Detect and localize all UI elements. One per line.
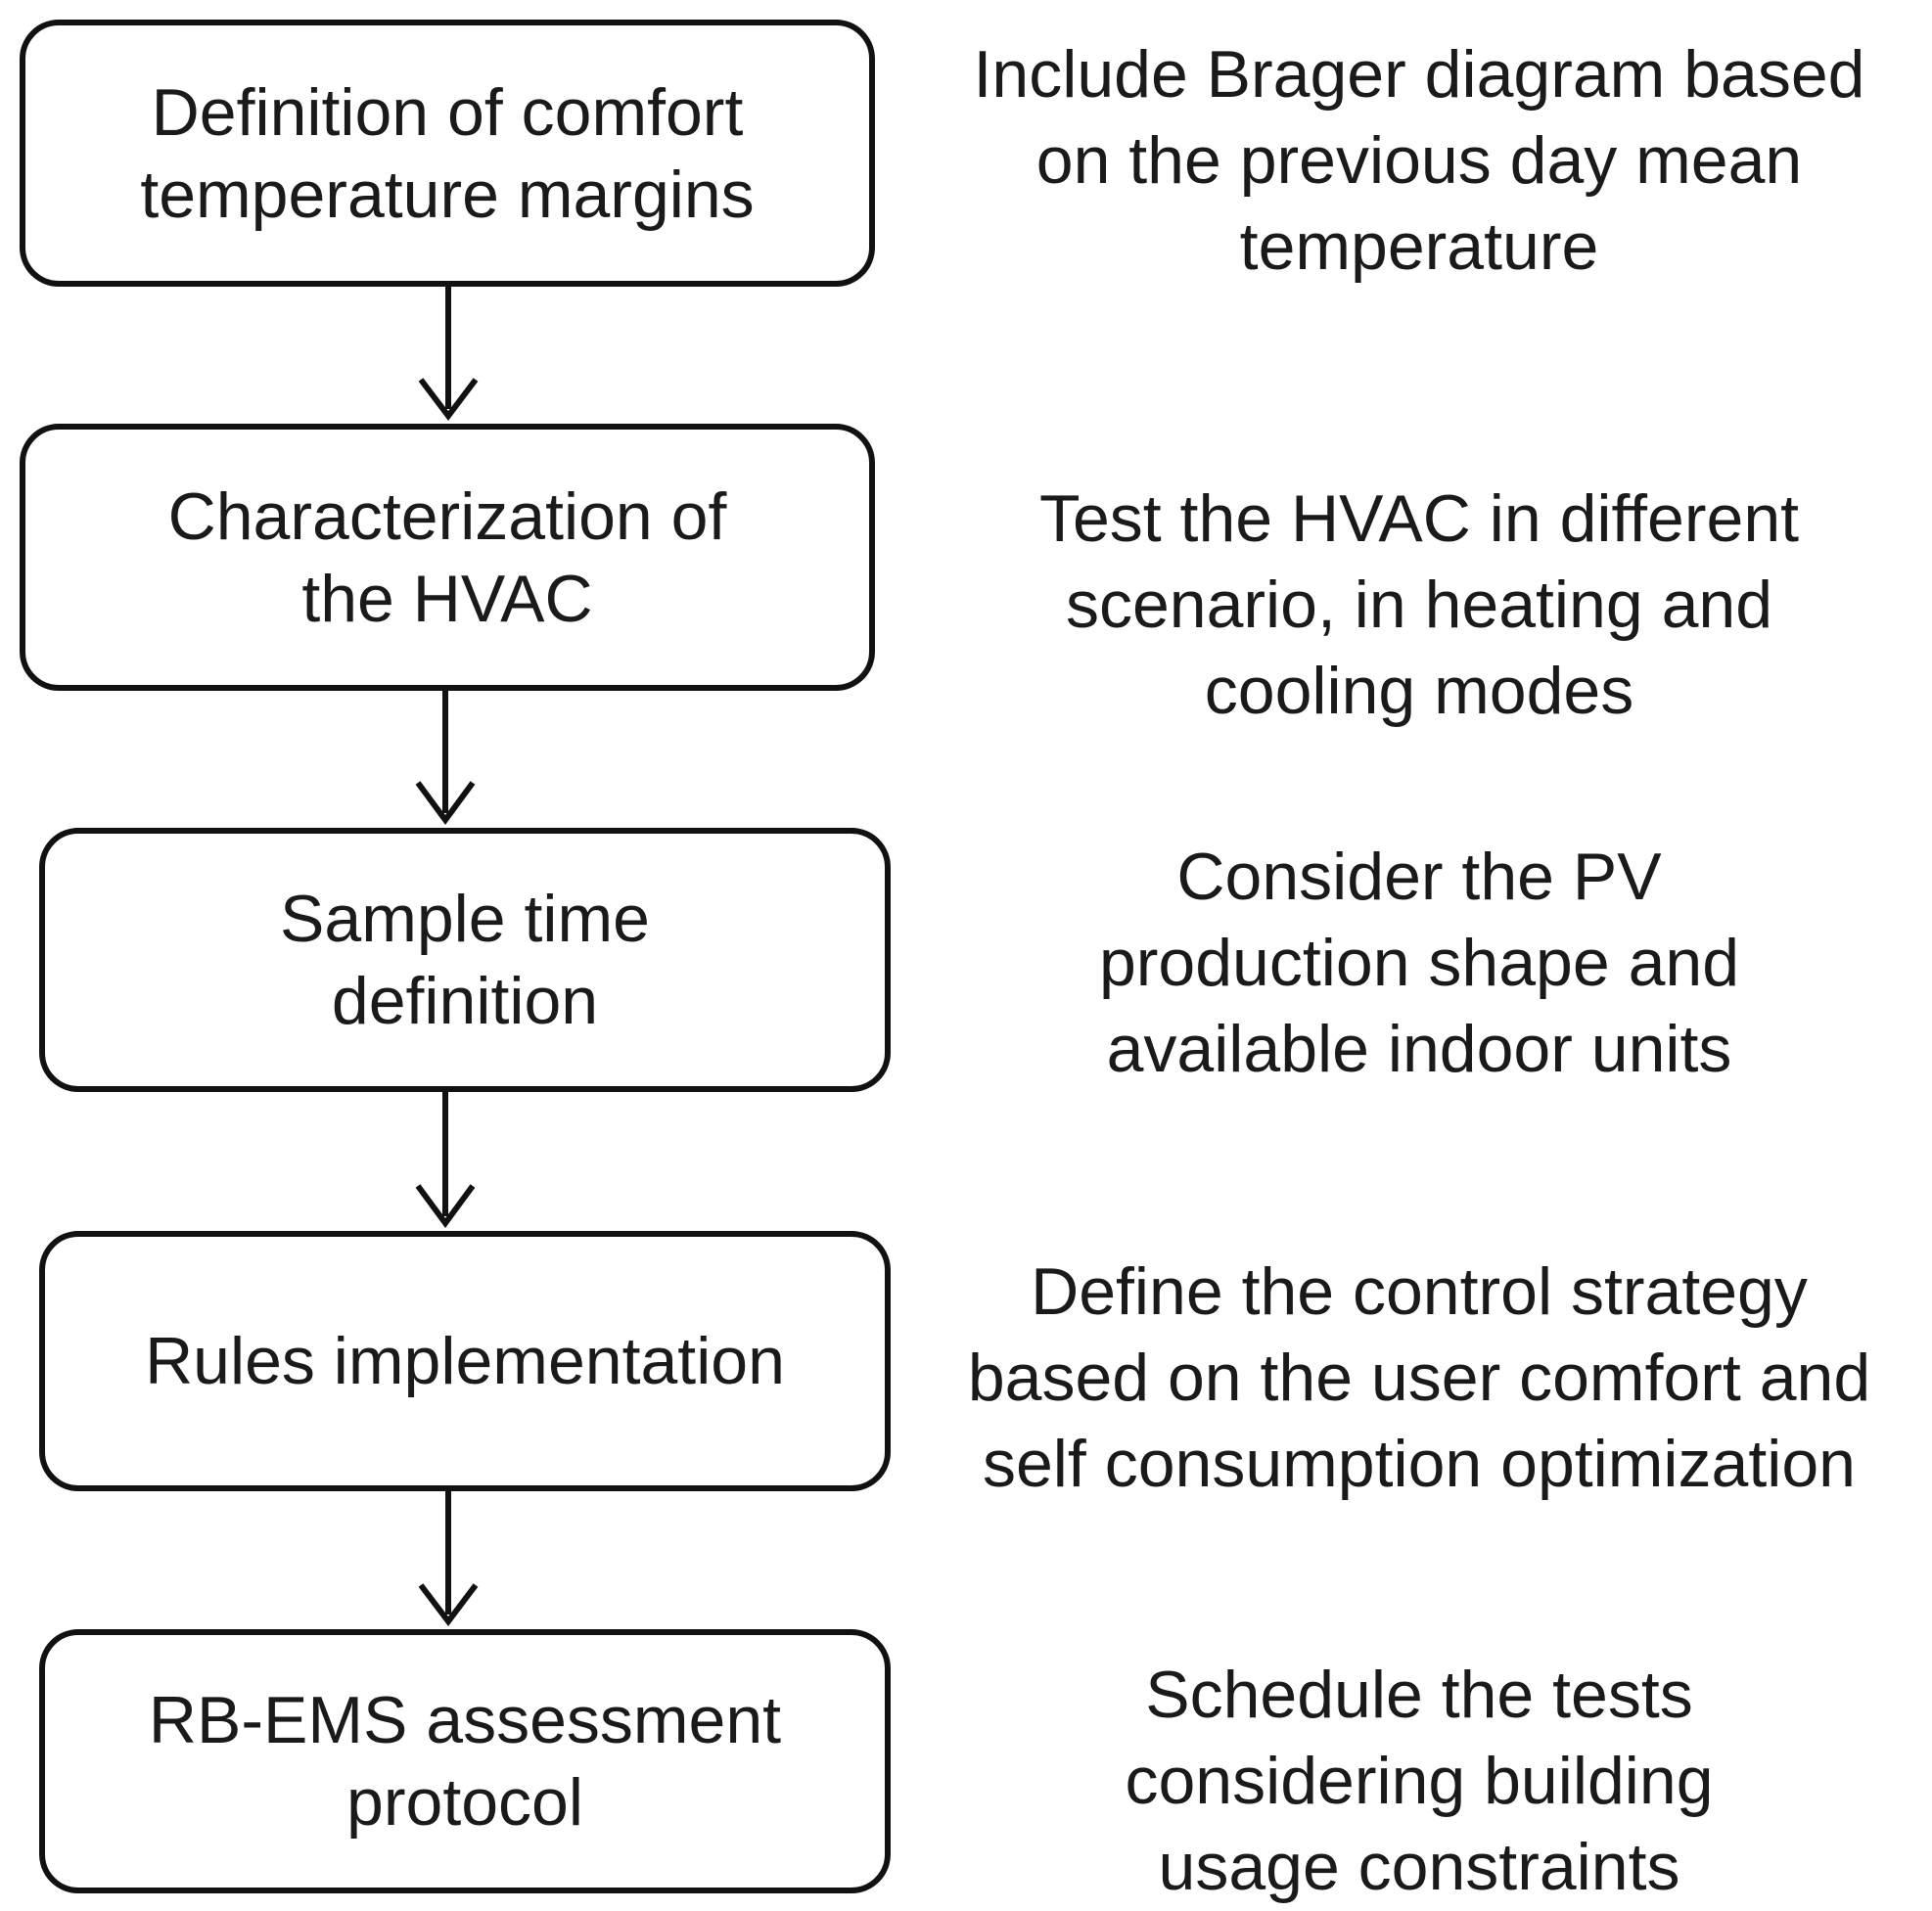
step-note-sample-time: Consider the PV production shape and ava… (1098, 840, 1740, 1086)
arrow-3-to-4 (415, 1092, 476, 1229)
step-box-comfort-margins: Definition of comfort temperature margin… (20, 20, 875, 287)
step-label: Rules implementation (145, 1324, 785, 1398)
step-label: Definition of comfort temperature margin… (140, 74, 755, 232)
step-label: RB-EMS assessment protocol (148, 1683, 782, 1840)
step-note-assessment-protocol: Schedule the tests considering building … (1125, 1658, 1714, 1904)
arrow-2-to-3 (415, 691, 476, 826)
step-box-rules-implementation: Rules implementation (39, 1231, 891, 1491)
step-box-sample-time: Sample time definition (39, 828, 891, 1092)
arrow-1-to-2 (418, 287, 479, 421)
step-note-comfort-margins: Include Brager diagram based on the prev… (973, 37, 1865, 284)
step-box-assessment-protocol: RB-EMS assessment protocol (39, 1629, 891, 1893)
step-note-hvac-characterization: Test the HVAC in different scenario, in … (1038, 481, 1800, 728)
step-label: Sample time definition (280, 882, 650, 1038)
step-label: Characterization of the HVAC (167, 478, 727, 636)
step-note-rules-implementation: Define the control strategy based on the… (967, 1254, 1871, 1501)
arrow-4-to-5 (418, 1491, 479, 1626)
step-box-hvac-characterization: Characterization of the HVAC (20, 424, 875, 691)
